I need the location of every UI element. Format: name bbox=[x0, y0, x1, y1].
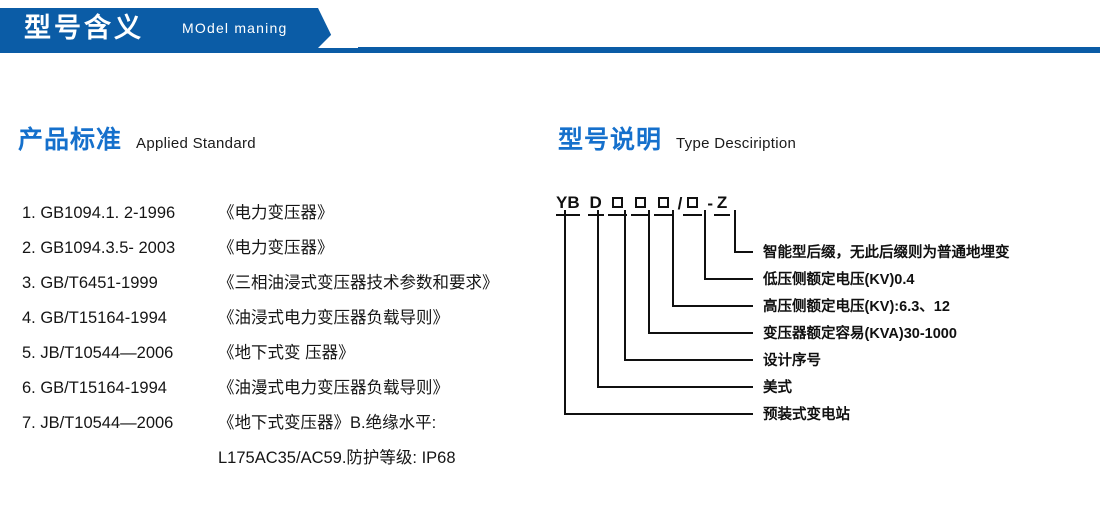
standard-item-code: 5. JB/T10544—2006 bbox=[22, 344, 174, 362]
standard-item: 1. GB1094.1. 2-1996 《电力变压器》 bbox=[22, 196, 562, 231]
type-note-label: 低压侧额定电压(KV)0.4 bbox=[763, 272, 915, 288]
code-tick-mark bbox=[624, 210, 626, 220]
section-heading-type-en: Type Desciription bbox=[676, 135, 797, 152]
empty-box-icon bbox=[634, 196, 646, 208]
leader-line bbox=[597, 218, 753, 388]
leader-line bbox=[624, 218, 753, 361]
empty-box-icon bbox=[611, 196, 623, 208]
code-token-box bbox=[653, 193, 673, 216]
code-token-text: D bbox=[587, 193, 604, 216]
section-heading-standards-cn: 产品标准 bbox=[18, 126, 123, 154]
code-token-box bbox=[683, 193, 703, 216]
type-note-label: 变压器额定容易(KVA)30-1000 bbox=[763, 326, 957, 342]
standard-item-name: 《油漫式电力变压器负载导则》 bbox=[218, 379, 449, 397]
header-rule bbox=[0, 47, 1100, 53]
code-token-separator: - bbox=[707, 194, 714, 213]
standard-item-name: 《电力变压器》 bbox=[218, 204, 334, 222]
page-subtitle: MOdel maning bbox=[182, 20, 288, 36]
standard-item-name: 《地下式变压器》B.绝缘水平: bbox=[218, 414, 437, 432]
header-banner-shape bbox=[0, 8, 340, 53]
type-note-label: 预装式变电站 bbox=[763, 407, 850, 423]
page-title: 型号含义 bbox=[24, 13, 144, 43]
code-token-box bbox=[630, 193, 650, 216]
standard-item-code: 2. GB1094.3.5- 2003 bbox=[22, 239, 176, 257]
section-heading-type-cn: 型号说明 bbox=[558, 126, 663, 154]
code-token-text: Z bbox=[714, 193, 731, 216]
code-tick-mark bbox=[597, 210, 599, 220]
standard-item: 5. JB/T10544—2006 《地下式变 压器》 bbox=[22, 336, 562, 371]
standard-item: 6. GB/T15164-1994 《油漫式电力变压器负载导则》 bbox=[22, 371, 562, 406]
page-header: 型号含义 MOdel maning bbox=[0, 0, 1100, 62]
code-token-text: YB bbox=[556, 193, 580, 216]
empty-box-icon bbox=[687, 196, 699, 208]
standard-item: 7. JB/T10544—2006 《地下式变压器》B.绝缘水平: bbox=[22, 406, 562, 441]
leader-line bbox=[704, 218, 753, 280]
standard-item: 4. GB/T15164-1994 《油浸式电力变压器负载导则》 bbox=[22, 301, 562, 336]
standard-item-name: L175AC35/AC59.防护等级: IP68 bbox=[218, 449, 456, 467]
standard-item: L175AC35/AC59.防护等级: IP68 bbox=[22, 441, 562, 476]
standard-item: 3. GB/T6451-1999 《三相油浸式变压器技术参数和要求》 bbox=[22, 266, 562, 301]
section-heading-standards-en: Applied Standard bbox=[136, 135, 256, 152]
type-code-diagram: YB D / -Z 智能型后缀，无此后缀则为普通地埋变低压侧额定电压(KV)0.4 高压… bbox=[556, 192, 1096, 442]
type-note-label: 设计序号 bbox=[763, 353, 821, 369]
code-tick-mark bbox=[564, 210, 566, 220]
type-note-label: 美式 bbox=[763, 380, 792, 396]
code-tick-mark bbox=[672, 210, 674, 220]
leader-line bbox=[648, 218, 753, 334]
standard-item-name: 《地下式变 压器》 bbox=[218, 344, 355, 362]
standard-item-name: 《油浸式电力变压器负载导则》 bbox=[218, 309, 449, 327]
code-tick-mark bbox=[704, 210, 706, 220]
standard-item: 2. GB1094.3.5- 2003 《电力变压器》 bbox=[22, 231, 562, 266]
standard-item-name: 《三相油浸式变压器技术参数和要求》 bbox=[218, 274, 499, 292]
standard-item-code: 6. GB/T15164-1994 bbox=[22, 379, 167, 397]
type-note-label: 智能型后缀，无此后缀则为普通地埋变 bbox=[763, 245, 1010, 261]
type-code-row: YB D / -Z bbox=[556, 192, 734, 216]
standard-item-name: 《电力变压器》 bbox=[218, 239, 334, 257]
standards-list: 1. GB1094.1. 2-1996《电力变压器》2. GB1094.3.5-… bbox=[22, 196, 562, 476]
code-token-separator: / bbox=[677, 194, 683, 213]
empty-box-icon bbox=[657, 196, 669, 208]
type-note-label: 高压侧额定电压(KV):6.3、12 bbox=[763, 299, 950, 315]
standard-item-code: 7. JB/T10544—2006 bbox=[22, 414, 174, 432]
code-tick-mark bbox=[648, 210, 650, 220]
leader-line bbox=[564, 218, 753, 415]
standard-item-code: 3. GB/T6451-1999 bbox=[22, 274, 158, 292]
code-token-box bbox=[607, 193, 627, 216]
code-tick-mark bbox=[734, 210, 736, 220]
section-heading-standards: 产品标准 Applied Standard bbox=[18, 120, 256, 156]
leader-line bbox=[672, 218, 753, 307]
standard-item-code: 1. GB1094.1. 2-1996 bbox=[22, 204, 176, 222]
leader-line bbox=[734, 218, 753, 253]
section-heading-type: 型号说明 Type Desciription bbox=[558, 120, 796, 156]
standard-item-code: 4. GB/T15164-1994 bbox=[22, 309, 167, 327]
